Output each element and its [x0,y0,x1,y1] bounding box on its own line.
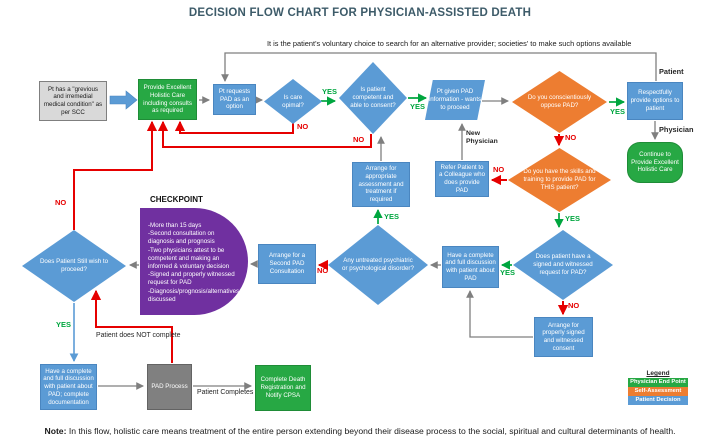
page-title: DECISION FLOW CHART FOR PHYSICIAN-ASSIST… [188,7,532,19]
yes-label-care: YES [322,87,338,96]
no-label-signed: NO [568,301,580,310]
no-label-psych: NO [317,266,329,275]
yes-label-skills: YES [565,214,581,223]
no-label-competent: NO [353,135,365,144]
node-discussion-documentation: Have a complete and full discussion with… [40,364,97,410]
node-pt-requests-pad: Pt requests PAD as an option [213,84,256,115]
footer-note: Note: In this flow, holistic care means … [0,426,720,436]
node-pt-given-pad-info: Pt given PAD information - wants to proc… [425,80,485,120]
yes-label-oppose: YES [610,107,626,116]
node-continue-holistic-care: Continue to Provide Excellent Holistic C… [627,142,683,183]
node-respectfully-provide-options: Respectfully provide options to patient [627,82,683,120]
yes-label-signed: YES [500,268,516,277]
physician-role-label: Physician [659,125,694,134]
arrow-not-complete-loop [90,289,173,363]
yes-label-psych: YES [384,212,400,221]
node-scc-condition: Pt has a "grevious and irremedial medica… [39,81,107,121]
yes-label-competent: YES [410,102,426,111]
patient-role-label: Patient [659,67,684,76]
checkpoint-item: -Two physicians attest to be competent a… [148,246,230,270]
checkpoint-title: CHECKPOINT [150,195,203,204]
arrow-care-no [174,120,294,134]
arrow-stillwish-no [73,120,158,230]
checkpoint-item: -Second consultation on diagnosis and pr… [148,230,215,246]
checkpoint-item: -Diagnosis/prognosis/alternatives discus… [148,287,240,303]
node-pad-process: PAD Process [147,364,192,410]
entry-fat-arrow [109,90,138,110]
node-arrange-consent: Arrange for properly signed and witnesse… [534,317,593,357]
top-annotation: It is the patient's voluntary choice to … [267,39,632,48]
node-arrange-assessment: Arrange for appropriate assessment and t… [352,162,410,207]
node-full-discussion: Have a complete and full discussion with… [442,246,499,288]
patient-completes-label: Patient Completes [197,389,254,396]
legend-item-self-assessment: Self-Assessment [628,387,688,396]
patient-not-complete-label: Patient does NOT complete [96,332,181,339]
legend-item-patient-decision: Patient Decision [628,396,688,405]
arrow-competent-no [157,120,372,148]
yes-label-stillwish: YES [56,320,72,329]
legend-item-physician-end-point: Physician End Point [628,378,688,387]
no-label-stillwish: NO [55,198,67,207]
node-provide-holistic-care: Provide Excellent Holistic Care includin… [138,79,197,120]
checkpoint-shape [140,208,248,315]
legend-title: Legend [646,370,670,377]
note-text: In this flow, holistic care means treatm… [66,426,676,436]
no-label-oppose: NO [565,133,577,142]
checkpoint-items: -More than 15 days -Second consultation … [148,222,240,304]
no-label-skills: NO [493,165,505,174]
no-label-care: NO [297,122,309,131]
arrow-patient-feedback-loop [221,52,657,83]
node-death-registration: Complete Death Registration and Notify C… [255,365,311,411]
node-refer-to-colleague: Refer Patient to a Colleague who does pr… [435,161,489,197]
checkpoint-item: -More than 15 days [148,222,202,229]
arrow-consent-to-discussion [466,289,533,338]
checkpoint-item: -Signed and properly witnessed request f… [148,271,235,287]
legend: Legend Physician End Point Self-Assessme… [628,370,688,405]
note-label: Note: [44,426,67,436]
node-second-pad-consultation: Arrange for a Second PAD Consultation [258,244,316,284]
new-physician-label: New Physician [466,130,498,146]
